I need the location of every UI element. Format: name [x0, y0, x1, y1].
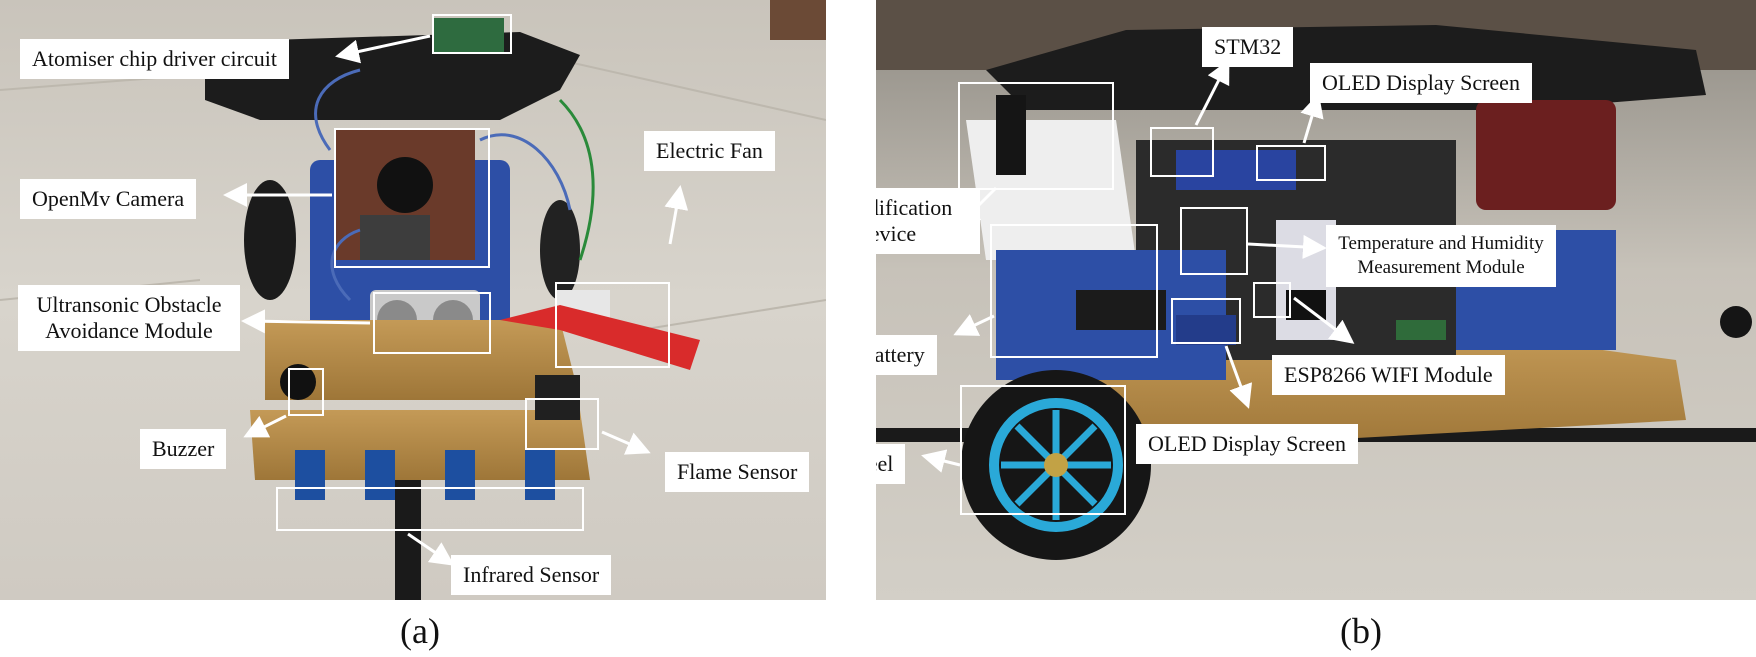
label-stm32: STM32 [1202, 27, 1294, 67]
label-temp-line1: Temperature and Humidity [1338, 233, 1544, 254]
label-atomiser-circuit: Atomiser chip driver circuit [20, 39, 289, 79]
label-infrared-sensor: Infrared Sensor [451, 555, 612, 595]
oled-top-highlight-box [1256, 145, 1326, 181]
photo-panel-a: Atomiser chip driver circuit OpenMv Came… [0, 0, 826, 600]
ultrasonic-highlight-box [373, 292, 491, 354]
wheel-highlight-box [960, 385, 1126, 515]
label-humidification-device: Humidification Device [876, 188, 980, 254]
label-openmv-camera: OpenMv Camera [20, 179, 197, 219]
caption-panel-a: (a) [400, 611, 440, 651]
label-ultrasonic-module: Ultransonic Obstacle Avoidance Module [18, 285, 240, 351]
humidifier-highlight-box [958, 82, 1114, 190]
battery-highlight-box [990, 224, 1158, 358]
robot-car-front-photo [0, 0, 826, 600]
label-electric-fan: Electric Fan [644, 131, 775, 171]
label-ultrasonic-line1: Ultransonic Obstacle [36, 292, 222, 317]
label-oled-display-bottom: OLED Display Screen [1136, 424, 1358, 464]
caption-panel-b: (b) [1340, 611, 1382, 651]
atomiser-highlight-box [432, 14, 512, 54]
label-wheel: Wheel [876, 444, 906, 484]
label-flame-sensor: Flame Sensor [665, 452, 810, 492]
label-temp-line2: Measurement Module [1357, 257, 1525, 278]
photo-panel-b: STM32 OLED Display Screen Humidification… [876, 0, 1756, 600]
label-oled-display-top: OLED Display Screen [1310, 63, 1532, 103]
flame-highlight-box [525, 398, 599, 450]
buzzer-highlight-box [288, 368, 324, 416]
oled-bottom-highlight-box [1171, 298, 1241, 344]
label-battery: Battery [876, 335, 937, 375]
label-temperature-humidity-module: Temperature and Humidity Measurement Mod… [1326, 225, 1556, 287]
label-humidification-line1: Humidification [876, 195, 953, 220]
label-humidification-line2: Device [876, 221, 917, 246]
esp-highlight-box [1253, 282, 1291, 318]
temp-module-highlight-box [1180, 207, 1248, 275]
label-ultrasonic-line2: Avoidance Module [45, 318, 213, 343]
label-buzzer: Buzzer [140, 429, 227, 469]
infrared-highlight-box [276, 487, 584, 531]
label-esp8266-module: ESP8266 WIFI Module [1272, 355, 1505, 395]
fan-highlight-box [555, 282, 670, 368]
stm32-highlight-box [1150, 127, 1214, 177]
camera-highlight-box [334, 128, 490, 268]
